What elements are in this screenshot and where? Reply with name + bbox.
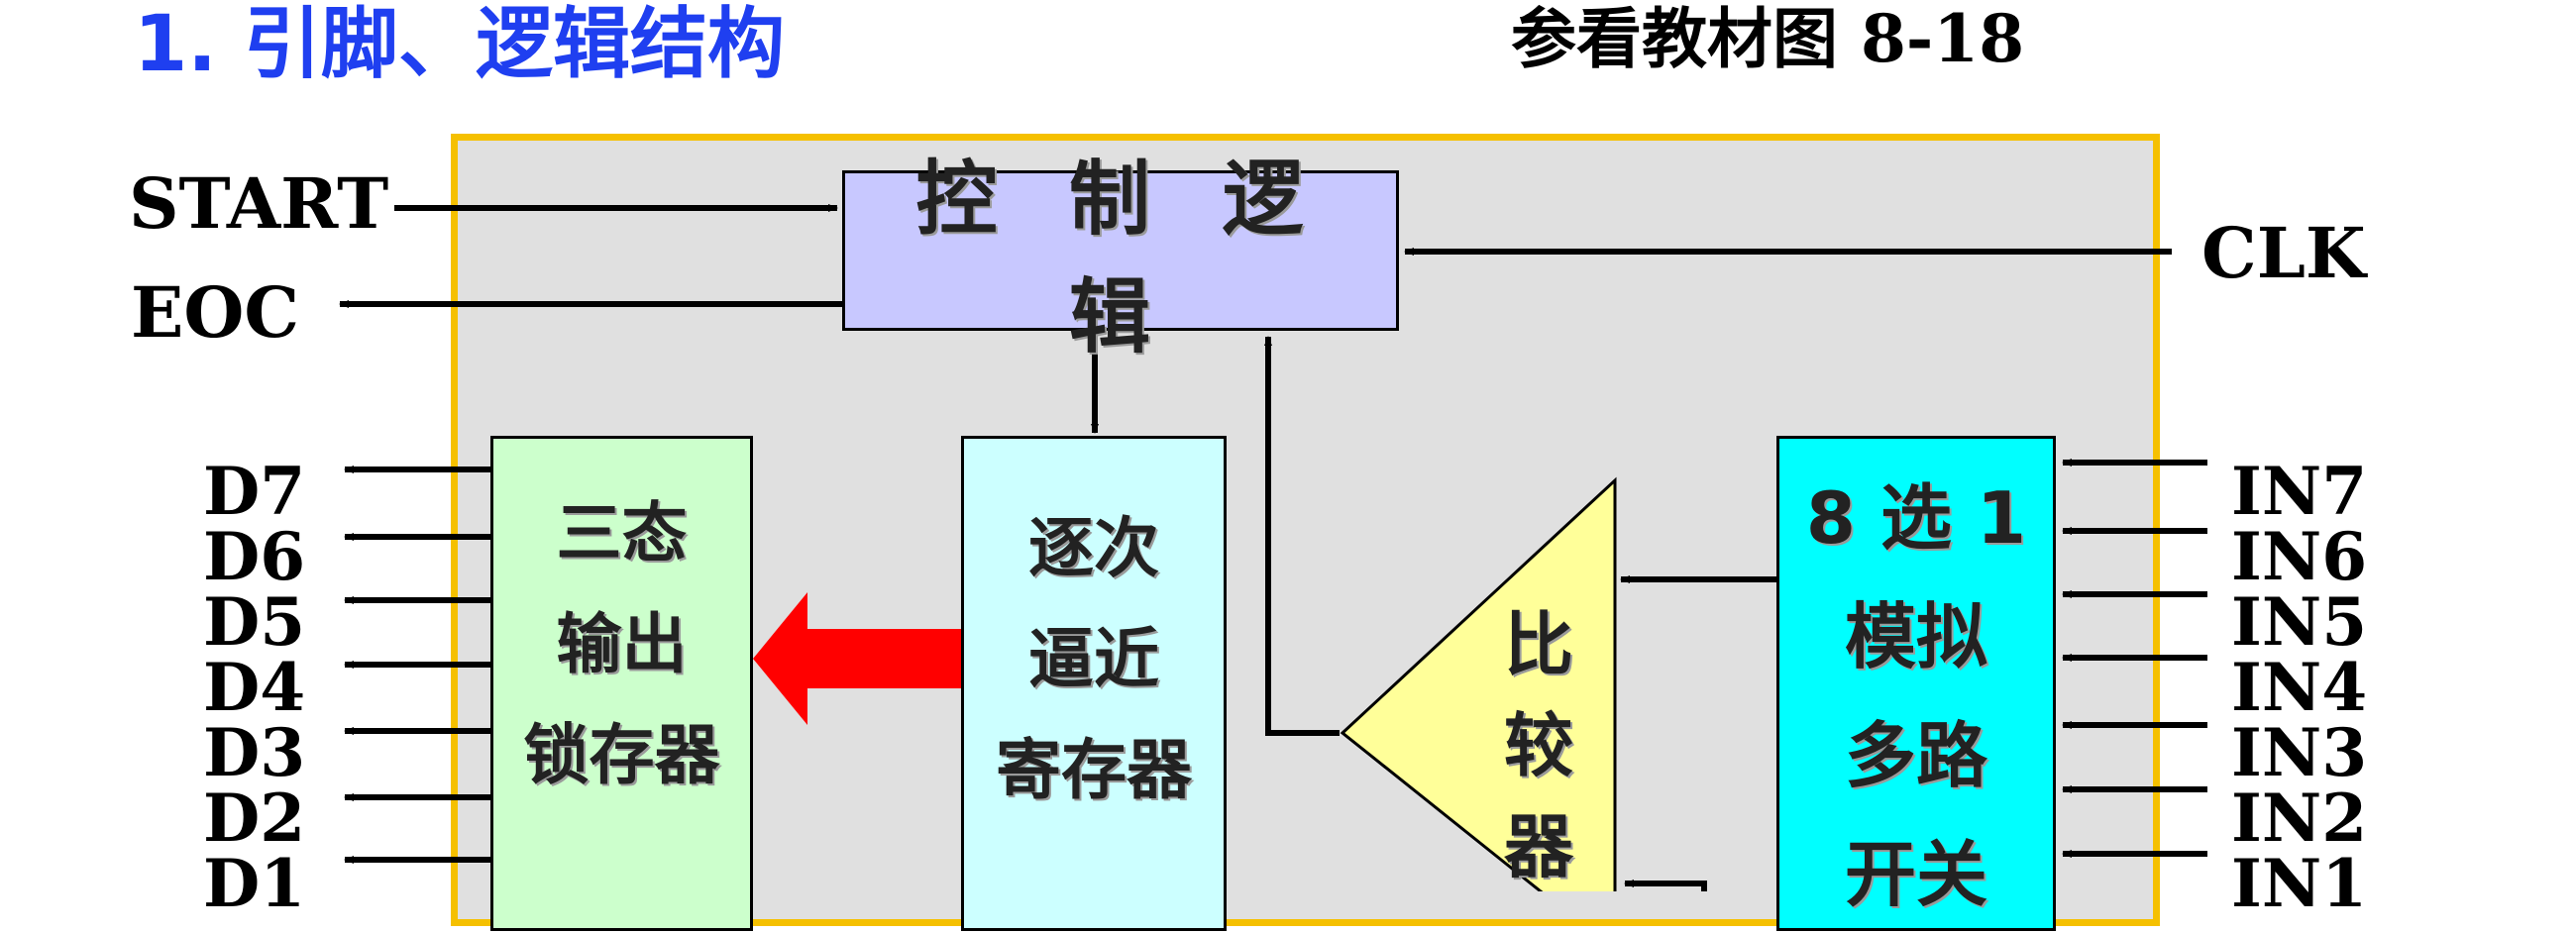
data-pin-label: D7 (203, 453, 306, 530)
connection-lines (339, 204, 2207, 891)
mux-label-line: 多路 (1844, 714, 1987, 797)
clk-label: CLK (2201, 212, 2366, 294)
data-pin-arrows (344, 466, 493, 864)
mux-label-line: 8 选 1 (1805, 476, 2027, 560)
comparator-label-line: 较 (1504, 705, 1573, 786)
latch-label-line: 锁存器 (523, 717, 720, 793)
input-pin-label: IN1 (2231, 845, 2368, 922)
eoc-label: EOC (131, 271, 300, 354)
sar-label-line: 逼近 (1028, 621, 1159, 697)
comparator-label-line: 器 (1504, 806, 1573, 887)
sar-label-line: 逐次 (1028, 510, 1159, 586)
latch-label-line: 输出 (556, 606, 688, 682)
comparator-label: 比 较 器 (1494, 594, 1583, 897)
data-pin-label: D6 (203, 518, 306, 595)
mux-label-line: 开关 (1844, 833, 1987, 916)
comparator-feedback-line (1264, 336, 1340, 736)
adc-diagram: 1. 引脚、逻辑结构 参看教材图 8-18 (129, 0, 2368, 931)
input-pin-label: IN6 (2231, 518, 2368, 595)
input-pin-label: IN3 (2231, 714, 2368, 791)
input-pin-arrows (2062, 459, 2207, 858)
control-logic-block: 控 制 逻 辑 (842, 153, 1399, 364)
sar-register-block: 逐次 逼近 寄存器 (961, 436, 1227, 931)
data-pin-label: D1 (203, 845, 306, 922)
tristate-latch-block: 三态 输出 锁存器 (490, 436, 753, 931)
input-pin-label: IN4 (2231, 649, 2368, 726)
mux-label-line: 模拟 (1844, 595, 1987, 678)
reference-note: 参看教材图 8-18 (1511, 0, 2025, 77)
data-pin-label: D5 (203, 583, 306, 661)
control-logic-label: 控 制 逻 辑 (915, 153, 1326, 364)
data-pin-label: D4 (203, 649, 306, 726)
page-title: 1. 引脚、逻辑结构 (134, 0, 786, 89)
input-pin-label: IN5 (2231, 583, 2368, 661)
sar-label-line: 寄存器 (996, 732, 1192, 808)
input-pin-label: IN2 (2231, 779, 2368, 857)
data-bus-arrow (753, 592, 961, 725)
input-pin-label: IN7 (2231, 453, 2368, 530)
comparator-shape (1340, 476, 1617, 891)
data-pin-label: D2 (203, 779, 306, 857)
start-label: START (129, 162, 389, 245)
data-pin-label: D3 (203, 714, 306, 791)
reference-line (1624, 880, 1707, 891)
comparator-label-line: 比 (1504, 604, 1573, 685)
latch-label-line: 三态 (556, 495, 688, 571)
analog-mux-block: 8 选 1 模拟 多路 开关 (1776, 436, 2056, 931)
